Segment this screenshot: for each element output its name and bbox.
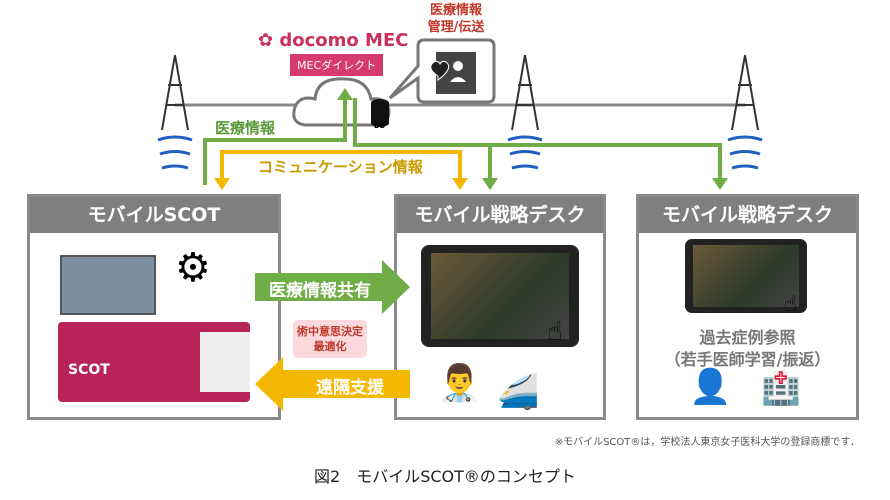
db-label: DB	[374, 122, 386, 130]
panel-title: モバイル戦略デスク	[639, 197, 856, 233]
bullet-train-icon: 🚄	[497, 372, 540, 412]
antenna-tower-icon	[161, 54, 759, 131]
figure-caption: 図2 モバイルSCOT®のコンセプト	[314, 467, 576, 486]
hand-pointer-icon: ☝	[547, 317, 563, 347]
support-arrow-label: 遠隔支援	[316, 378, 384, 398]
hospital-icon: 🏥	[761, 369, 801, 407]
hand-pointer-icon: ☝	[784, 292, 798, 317]
doctor-icon: 👨‍⚕️	[437, 363, 482, 404]
callout-label: 医療情報管理/伝送	[427, 3, 485, 35]
mec-direct-badge: MECダイレクト	[290, 54, 384, 76]
docomo-mec-logo: ✿ docomo MEC	[258, 30, 409, 51]
mobile-scot-panel: モバイルSCOT ⚙ SCOT	[27, 194, 281, 420]
tablet-image	[685, 239, 807, 313]
share-arrow-label: 医療情報共有	[269, 281, 371, 301]
surgery-icon: ⚙	[175, 245, 211, 291]
trademark-footnote: ※モバイルSCOT®は，学校法人東京女子医科大学の登録商標です．	[554, 437, 860, 448]
medical-info-label: 医療情報	[215, 119, 276, 137]
panel-title: モバイル戦略デスク	[397, 197, 603, 233]
scot-truck-image: SCOT	[58, 322, 250, 402]
flower-icon: ✿	[258, 30, 280, 51]
strategy-desk-panel: モバイル戦略デスク ☝ 👨‍⚕️ 🚄	[394, 194, 606, 420]
past-cases-caption: 過去症例参照 （若手医師学習/振返）	[664, 328, 831, 369]
person-icon: 👤	[689, 367, 732, 407]
heart-icon	[430, 60, 450, 82]
decision-optimization-badge: 術中意思決定 最適化	[293, 320, 367, 358]
signal-waves-icon	[157, 135, 763, 170]
panel-title: モバイルSCOT	[30, 197, 278, 233]
communication-info-label: コミュニケーション情報	[258, 158, 423, 176]
communication-flow	[220, 150, 462, 180]
database-icon	[371, 99, 389, 127]
medical-info-flow	[203, 98, 722, 185]
operating-room-photo	[60, 255, 156, 315]
tablet-image	[421, 245, 579, 347]
strategy-desk-panel-2: モバイル戦略デスク ☝ 過去症例参照 （若手医師学習/振返） 👤 🏥	[636, 194, 859, 420]
